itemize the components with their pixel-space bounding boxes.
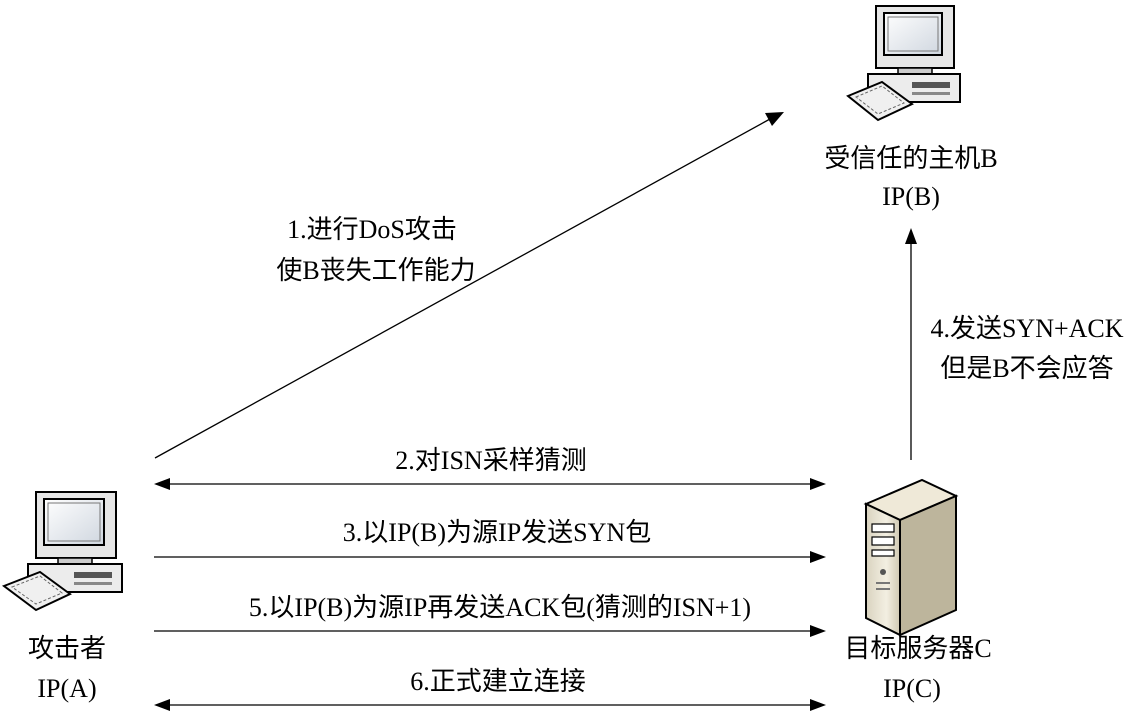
attacker-name: 攻击者 [28, 634, 106, 663]
trusted-host-name: 受信任的主机B [824, 144, 997, 173]
step3-label: 3.以IP(B)为源IP发送SYN包 [343, 518, 651, 547]
step1-dos-arrow [154, 112, 784, 459]
step3-syn-arrow [154, 551, 826, 563]
target-server-name: 目标服务器C [844, 634, 991, 663]
target-server-tower-icon [863, 478, 959, 637]
step4-synack-arrow [905, 228, 917, 460]
step5-ack-arrow [154, 625, 826, 637]
step2-label: 2.对ISN采样猜测 [395, 446, 586, 475]
target-server-ip: IP(C) [883, 674, 941, 703]
step4-label-line2: 但是B不会应答 [940, 354, 1113, 383]
step6-connection-arrow [154, 699, 826, 711]
step1-label-line2: 使B丧失工作能力 [276, 256, 475, 285]
step6-label: 6.正式建立连接 [410, 667, 586, 696]
step2-isn-sampling-arrow [154, 478, 826, 490]
trusted-host-ip: IP(B) [882, 182, 940, 211]
step4-label-line1: 4.发送SYN+ACK [930, 314, 1123, 343]
attacker-computer-icon [1, 491, 123, 612]
step5-label: 5.以IP(B)为源IP再发送ACK包(猜测的ISN+1) [249, 593, 751, 622]
step1-label-line1: 1.进行DoS攻击 [287, 215, 457, 244]
attacker-ip: IP(A) [37, 674, 96, 703]
trusted-host-computer-icon [846, 5, 961, 122]
